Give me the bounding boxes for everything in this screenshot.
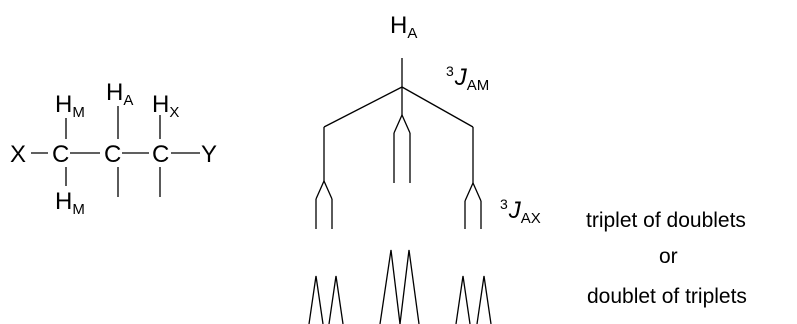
coupling-jax-label: 3JAX [500,196,541,227]
center-doublet-fork [393,113,411,134]
caption-line-3: doublet of triplets [587,285,747,308]
caption-line-2: or [659,245,678,268]
peak-left-2 [328,275,344,324]
hydrogen-m-top: HM [55,91,85,121]
caption-line-1: triplet of doublets [586,209,746,232]
splitting-tree: HA 3JAM 3JAX [315,12,541,229]
peak-right-1 [455,275,471,324]
hydrogen-m-bottom: HM [55,188,85,218]
peak-right-2 [476,275,492,324]
multiplicity-caption: triplet of doublets or doublet of triple… [586,209,747,308]
peak-center-2 [399,249,420,324]
substituent-x: X [10,141,26,168]
split1-left-branch [323,86,403,128]
tree-top-ha: HA [390,12,417,42]
substituent-y: Y [201,141,217,168]
carbon-1: C [52,141,69,168]
hydrogen-a: HA [106,79,133,109]
peak-center-1 [379,249,401,324]
molecule-fragment: X C C C Y HM HA HX HM [10,79,217,218]
right-doublet-fork [464,181,482,202]
peak-left-1 [308,275,324,324]
hydrogen-x: HX [152,91,179,121]
carbon-3: C [152,141,169,168]
split1-right-branch [401,86,474,128]
coupling-jam-label: 3JAM [446,63,489,94]
spectrum-peaks [308,249,492,324]
left-doublet-fork [315,179,333,200]
carbon-2: C [104,141,121,168]
